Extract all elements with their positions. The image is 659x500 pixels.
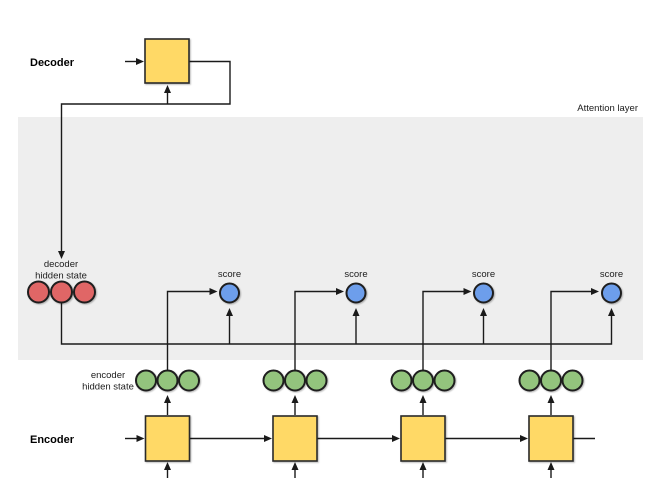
encoder-hidden-state-circle bbox=[178, 369, 200, 392]
arrowhead-encoder-3-input bbox=[419, 462, 427, 470]
attention-layer-region bbox=[18, 117, 643, 360]
encoder-rnn-cell-3 bbox=[400, 415, 446, 462]
arrowhead-score-3-left bbox=[463, 288, 472, 295]
score-circle-4 bbox=[601, 282, 622, 304]
encoder-hidden-state-circle bbox=[156, 369, 179, 392]
wire-decoder-loop-to-hidden-state bbox=[60, 60, 231, 251]
score-circle-3 bbox=[473, 282, 494, 304]
score-nodes bbox=[219, 282, 622, 304]
encoder-hidden-state-circle bbox=[561, 369, 584, 392]
score-label-4: score bbox=[600, 269, 623, 280]
score-label-3: score bbox=[472, 269, 495, 280]
encoder-hidden-state-circle bbox=[412, 369, 434, 392]
encoder-hidden-state-circle bbox=[540, 369, 562, 392]
arrowhead-chain-3-4 bbox=[520, 435, 528, 442]
arrowhead-to-decoder-hidden-state bbox=[58, 251, 65, 259]
arrowhead-chain-in bbox=[136, 435, 145, 442]
encoder-hidden-state-circle bbox=[284, 369, 306, 392]
arrowhead-decoder-input bbox=[136, 58, 144, 65]
arrowhead-encoder-2-output bbox=[291, 395, 299, 403]
wire-encoder-state-to-score-1 bbox=[166, 290, 211, 371]
score-circle-1 bbox=[219, 282, 240, 304]
decoder-hidden-state-circle bbox=[50, 280, 73, 304]
arrowhead-score-4-up bbox=[608, 308, 615, 316]
encoder-hidden-state-circle bbox=[135, 369, 157, 392]
wire-encoder-state-to-score-2 bbox=[294, 290, 337, 371]
arrowhead-encoder-4-output bbox=[547, 395, 555, 403]
encoder-hidden-state-label-line2: hidden state bbox=[82, 382, 134, 393]
arrowhead-score-1-up bbox=[226, 308, 233, 316]
arrowhead-score-4-left bbox=[591, 288, 599, 295]
decoder-hidden-state-vector bbox=[27, 280, 96, 304]
encoder-section-label: Encoder bbox=[30, 434, 75, 446]
wire-decoder-state-bus bbox=[60, 303, 613, 345]
encoder-hidden-state-circle bbox=[433, 369, 456, 392]
arrowhead-encoder-3-output bbox=[419, 395, 427, 403]
arrowhead-score-2-left bbox=[336, 288, 344, 295]
decoder-hidden-state-circle bbox=[73, 280, 96, 304]
encoder-rnn-cell-4 bbox=[528, 415, 574, 462]
score-label-1: score bbox=[218, 269, 241, 280]
arrowhead-encoder-4-input bbox=[547, 462, 555, 470]
connector-wires bbox=[60, 60, 613, 478]
score-label-2: score bbox=[344, 269, 367, 280]
wire-encoder-state-to-score-4 bbox=[550, 290, 592, 371]
encoder-rnn-cell-2 bbox=[272, 415, 318, 462]
arrowhead-attention-to-decoder bbox=[164, 85, 171, 93]
arrowhead-chain-1-2 bbox=[264, 435, 272, 442]
decoder-hidden-state-label-line2: hidden state bbox=[35, 271, 87, 282]
decoder-hidden-state-label-line1: decoder bbox=[44, 259, 78, 270]
arrowhead-encoder-2-input bbox=[291, 462, 299, 470]
encoder-hidden-state-circle bbox=[305, 369, 328, 392]
score-circle-2 bbox=[345, 282, 367, 304]
arrowhead-encoder-1-output bbox=[164, 395, 171, 403]
decoder-section-label: Decoder bbox=[30, 57, 75, 69]
encoder-rnn-cell-1 bbox=[144, 415, 191, 462]
arrowheads bbox=[58, 58, 615, 470]
arrowhead-score-2-up bbox=[352, 308, 360, 316]
encoder-hidden-state-circle bbox=[518, 369, 541, 392]
encoder-hidden-state-circle bbox=[390, 369, 413, 392]
encoder-hidden-state-circle bbox=[262, 369, 285, 392]
encoder-hidden-state-label-line1: encoder bbox=[91, 370, 125, 381]
decoder-rnn-cell bbox=[144, 38, 190, 84]
encoder-hidden-state-vectors bbox=[135, 369, 584, 392]
arrowhead-score-3-up bbox=[480, 308, 487, 316]
decoder-hidden-state-circle bbox=[27, 280, 50, 304]
arrowhead-encoder-1-input bbox=[164, 462, 171, 470]
attention-layer-label: Attention layer bbox=[577, 103, 638, 114]
arrowhead-score-1-left bbox=[209, 288, 218, 295]
wire-encoder-state-to-score-3 bbox=[422, 290, 465, 371]
arrowhead-chain-2-3 bbox=[392, 435, 400, 442]
